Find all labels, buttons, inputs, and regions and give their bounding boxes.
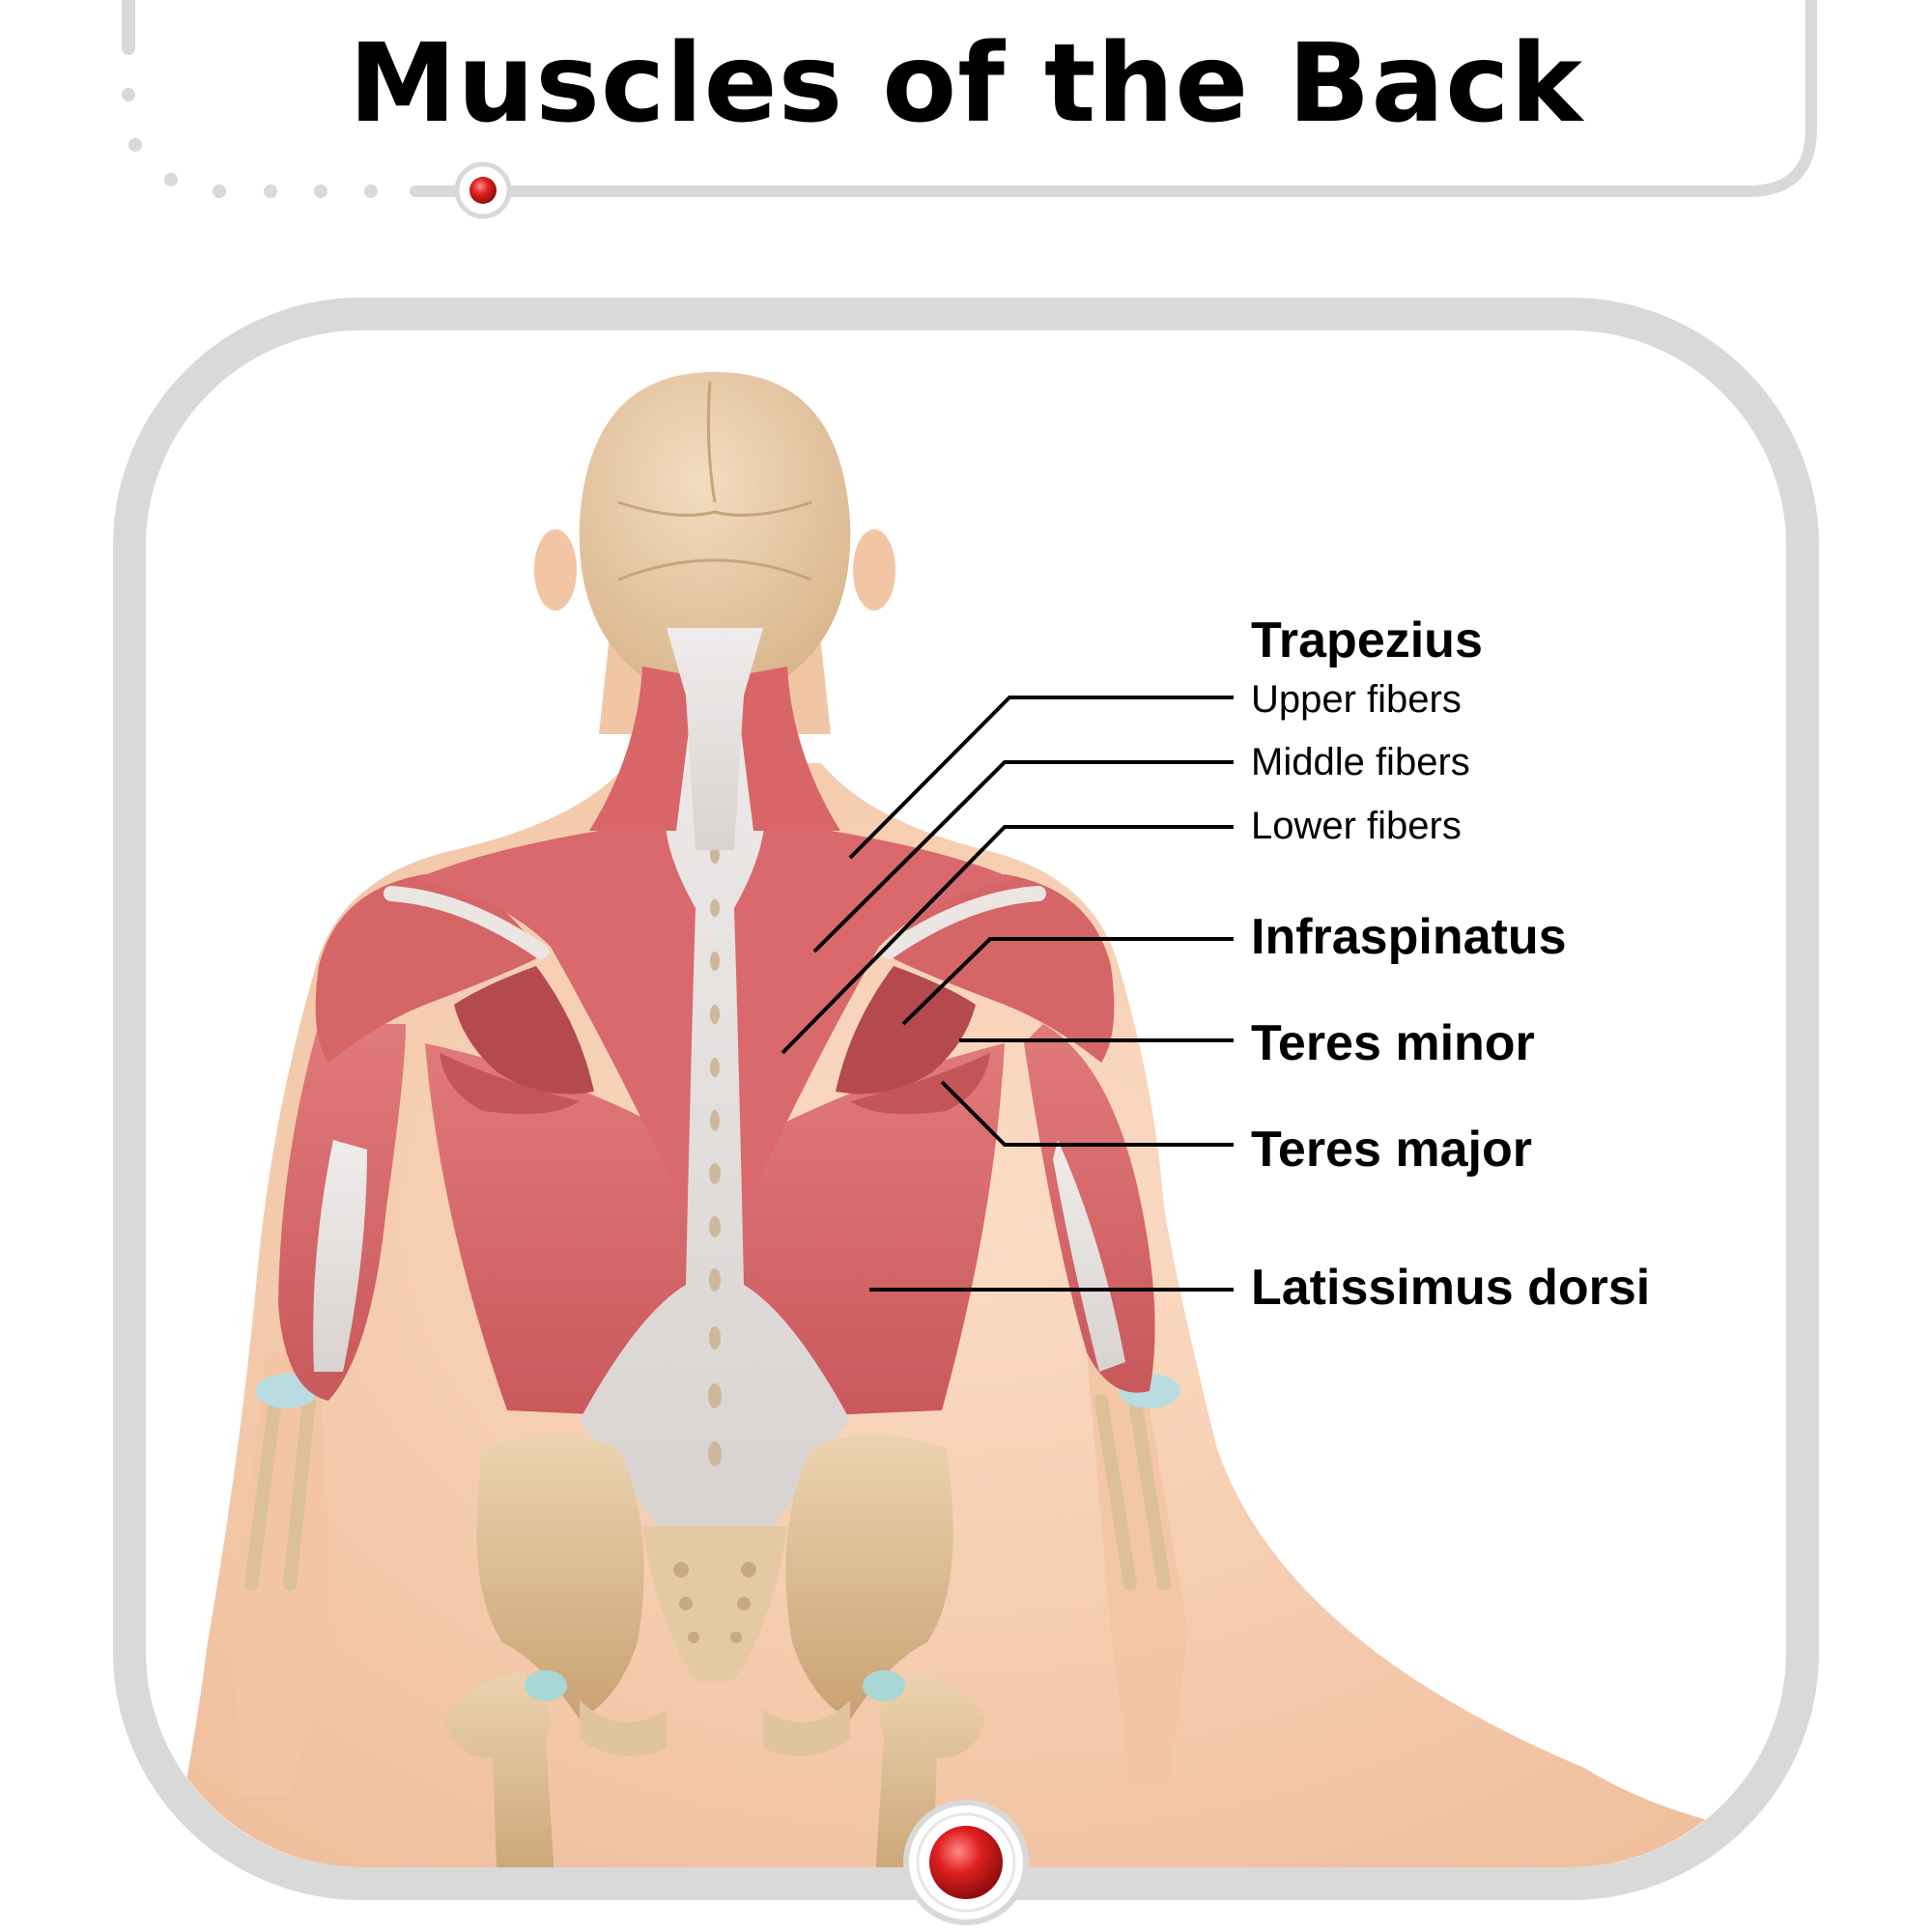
label-teres-minor: Teres minor bbox=[1251, 1015, 1535, 1071]
footer-red-dot bbox=[903, 1800, 1029, 1925]
upper-trapezius bbox=[589, 667, 840, 831]
right-triceps-tendon bbox=[1053, 1140, 1125, 1372]
skull bbox=[579, 372, 851, 686]
label-latissimus-dorsi: Latissimus dorsi bbox=[1251, 1260, 1651, 1316]
label-trapezius: Trapezius bbox=[1251, 612, 1483, 668]
label-teres-major: Teres major bbox=[1251, 1122, 1532, 1178]
leader-middle-fibers bbox=[812, 760, 1234, 953]
leader-lines bbox=[781, 696, 1234, 1292]
leader-lower-fibers bbox=[781, 825, 1234, 1055]
right-infraspinatus bbox=[836, 966, 976, 1094]
right-hip-joint bbox=[863, 1670, 905, 1701]
left-triceps-tendon bbox=[313, 1140, 367, 1372]
leader-teres-major bbox=[940, 1080, 1234, 1147]
right-scapula-spine bbox=[881, 886, 1046, 959]
leader-infraspinatus bbox=[901, 937, 1234, 1026]
left-hip-joint bbox=[525, 1670, 567, 1701]
leader-upper-fibers bbox=[848, 696, 1234, 860]
right-radius-ulna bbox=[1094, 1394, 1171, 1591]
left-femur bbox=[444, 1671, 555, 1867]
nuchal-ligament bbox=[667, 628, 763, 850]
label-infraspinatus: Infraspinatus bbox=[1251, 909, 1567, 965]
header-red-dot bbox=[454, 161, 512, 219]
header-frame bbox=[122, 0, 1817, 198]
right-triceps bbox=[1024, 1024, 1155, 1393]
right-ear bbox=[853, 529, 895, 611]
right-teres-major bbox=[850, 1053, 990, 1115]
left-scapula-spine bbox=[384, 886, 549, 959]
skull-sutures bbox=[617, 381, 812, 582]
right-femur bbox=[874, 1671, 985, 1867]
left-ear bbox=[534, 529, 577, 611]
label-upper-fibers: Upper fibers bbox=[1251, 678, 1462, 721]
label-lower-fibers: Lower fibers bbox=[1251, 805, 1462, 847]
label-middle-fibers: Middle fibers bbox=[1251, 741, 1470, 783]
pelvis bbox=[476, 1435, 953, 1756]
anatomy-illustration bbox=[164, 372, 1777, 1867]
left-teres-major bbox=[440, 1053, 580, 1115]
left-infraspinatus bbox=[454, 966, 594, 1094]
left-radius-ulna bbox=[244, 1394, 316, 1591]
page-title: Muscles of the Back bbox=[349, 21, 1583, 147]
